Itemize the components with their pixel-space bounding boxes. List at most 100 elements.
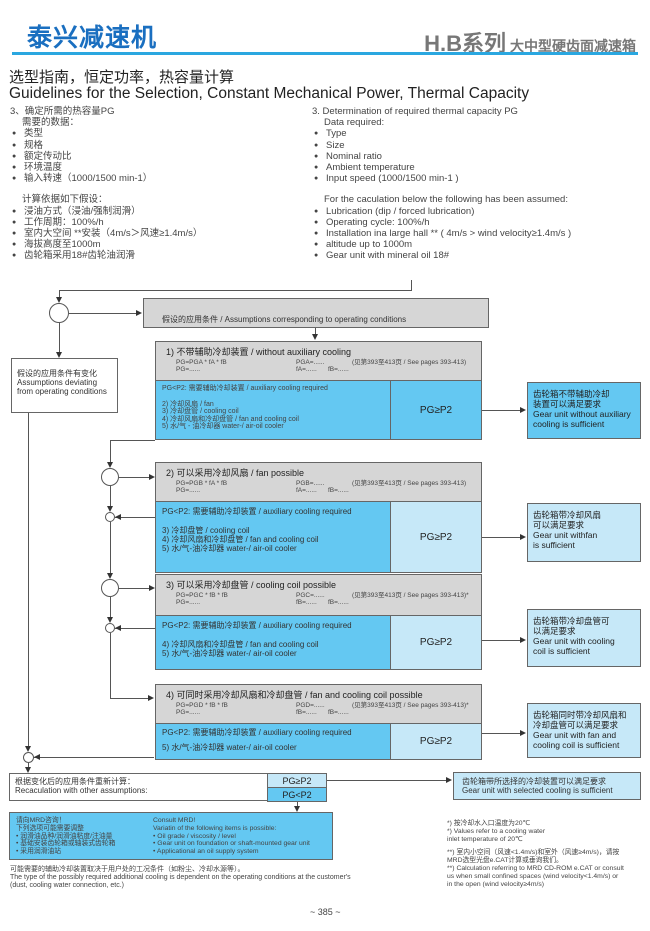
left-assumption: 海拔高度至1000m [10, 239, 300, 250]
connector-line [119, 477, 149, 478]
step-title: 1) 不带辅助冷却装置 / without auxiliary cooling [166, 347, 352, 357]
result-en: Gear unit without auxiliary [533, 409, 631, 419]
series-name: H.B系列 [424, 31, 506, 56]
page-title-cn: 选型指南，恒定功率，热容量计算 [9, 68, 235, 86]
left-data-required: 需要的数据： [22, 117, 80, 129]
deviating-en: Assumptions deviating [17, 378, 98, 387]
consult-cn-item: • 基础安装齿轮箱或轴装式齿轮箱 [16, 840, 116, 848]
note: **) Calculation referring to MRD CD-ROM … [447, 864, 624, 872]
req-text: PG<P2: 需要辅助冷却装置 / auxiliary cooling requ… [162, 621, 352, 630]
connector-line [110, 698, 148, 699]
note: inlet temperature of 20℃ [447, 835, 523, 843]
formula: fB=...... [296, 709, 317, 716]
arrow-down-icon [107, 506, 113, 512]
option: 4) 冷却风扇和冷却盘管 / fan and cooling coil [162, 640, 319, 649]
step-3-result: 齿轮箱带冷却盘管可 以满足要求 Gear unit with cooling c… [527, 609, 641, 667]
right-item: Size [312, 140, 642, 151]
connector-line [34, 757, 154, 758]
arrow-right-icon [136, 310, 142, 316]
assumptions-text: 假设的应用条件 / Assumptions corresponding to o… [162, 315, 407, 324]
connector-line [69, 313, 137, 314]
note: in the open (wind velocity≥4m/s) [447, 880, 545, 888]
result-en: Gear unit with cooling [533, 636, 615, 646]
formula: PGC=...... [296, 592, 325, 599]
right-assumption: Lubrication (dip / forced lubrication) [312, 206, 642, 217]
connector-line [110, 522, 111, 574]
result-en: Gear unit withfan [533, 530, 598, 540]
step-1-result: 齿轮箱不带辅助冷却 装置可以满足要求 Gear unit without aux… [527, 382, 641, 439]
arrow-down-icon [107, 462, 113, 468]
result-cn: 冷却盘管可以满足要求 [533, 720, 619, 730]
note: *) 按冷却水入口温度为20℃ [447, 820, 531, 827]
right-item: Input speed (1000/1500 min-1 ) [312, 173, 642, 184]
connector-line [315, 328, 316, 335]
result-en: Gear unit with fan and [533, 730, 617, 740]
arrow-right-icon [520, 407, 526, 413]
consult-box: 请向MRD咨询！ 下列选项可能需要调整 • 润滑油品种/润滑油粘度/注油量 • … [9, 812, 333, 860]
result-en: cooling is sufficient [533, 419, 605, 429]
arrow-down-icon [294, 806, 300, 812]
note: us when small confined spaces (wind velo… [447, 872, 619, 880]
arrow-down-icon [25, 746, 31, 752]
arrow-right-icon [520, 534, 526, 540]
step-3-condition: PG≥P2 [390, 615, 482, 670]
connector-line [327, 780, 447, 781]
right-item: Type [312, 128, 642, 139]
option: 5) 水/气-油冷却器 water-/ air-oil cooler [162, 743, 297, 752]
step-3-required: PG<P2: 需要辅助冷却装置 / auxiliary cooling requ… [155, 615, 391, 670]
step-4-result: 齿轮箱同时带冷却风扇和 冷却盘管可以满足要求 Gear unit with fa… [527, 703, 641, 758]
formula: PGD=...... [296, 702, 325, 709]
arrow-down-icon [56, 352, 62, 358]
connector-line [110, 440, 155, 441]
left-item: 规格 [10, 140, 300, 151]
step-1-header: 1) 不带辅助冷却装置 / without auxiliary cooling … [155, 341, 482, 381]
footer-note: 可能需要的辅助冷却装置取决于用户处的工况条件（如粉尘、冷却水源等）。 The t… [10, 866, 440, 891]
connector-line [28, 413, 29, 748]
merge-node [105, 512, 115, 522]
deviating-box: 假设的应用条件有变化 Assumptions deviating from op… [11, 358, 118, 413]
option: 5) 水/气-油冷却器 water-/ air-oil cooler [162, 544, 297, 553]
step-4-header: 4) 可同时采用冷却风扇和冷却盘管 / fan and cooling coil… [155, 684, 482, 724]
option: 5) 水/气-油冷却器 water-/ air-oil cooler [162, 649, 297, 658]
arrow-down-icon [25, 767, 31, 773]
result-en: cooling coil is sufficient [533, 740, 620, 750]
connector-line [59, 290, 411, 291]
arrow-right-icon [520, 637, 526, 643]
consult-cn-item: • 润滑油品种/润滑油粘度/注油量 [16, 832, 113, 840]
consult-en-sub: Variatin of the following items is possi… [153, 824, 277, 832]
formula: fA=...... [296, 366, 317, 373]
left-assumption: 室内大空间 **安装（4m/s＞风速≥1.4m/s） [10, 228, 300, 239]
formula: fB=...... [328, 487, 349, 494]
arrow-left-icon [34, 754, 40, 760]
formula: PG=PGB * fA * fB [176, 480, 228, 487]
page-ref: (见第393至413页 / See pages 393-413) [352, 359, 467, 366]
left-item: 类型 [10, 128, 300, 139]
connector-line [482, 640, 520, 641]
right-assumption: Operating cycle: 100%/h [312, 217, 642, 228]
recalc-fail: PG<P2 [267, 787, 327, 802]
formula: fB=...... [328, 366, 349, 373]
step-2-required: PG<P2: 需要辅助冷却装置 / auxiliary cooling requ… [155, 501, 391, 573]
connector-line [119, 588, 149, 589]
consult-en-item: • Gear unit on foundation or shaft-mount… [153, 840, 310, 848]
decision-node [101, 579, 119, 597]
left-assumption: 浸油方式（浸油/强制润滑） [10, 206, 300, 217]
arrow-down-icon [56, 297, 62, 303]
connector-line [110, 633, 111, 698]
result-cn: 齿轮箱同时带冷却风扇和 [533, 710, 627, 720]
right-column: 3. Determination of required thermal cap… [312, 106, 642, 262]
formula: fB=...... [296, 599, 317, 606]
step-2-condition: PG≥P2 [390, 501, 482, 573]
formula: PG=...... [176, 709, 201, 716]
footnotes: *) 按冷却水入口温度为20℃ *) Values refer to a coo… [447, 820, 647, 888]
deviating-cn: 假设的应用条件有变化 [17, 369, 97, 378]
consult-cn-title: 请向MRD咨询！ [16, 817, 66, 824]
left-assumption: 齿轮箱采用18#齿轮油润滑 [10, 250, 300, 261]
connector-line [482, 537, 520, 538]
result-cn: 可以满足要求 [533, 520, 585, 530]
consult-cn-item: • 采用润滑油站 [16, 848, 62, 856]
deviating-en: from operating conditions [17, 387, 107, 396]
merge-node [105, 623, 115, 633]
left-heading: 3、确定所需的热容量PG [10, 106, 115, 117]
recalc-en: Recaculation with other assumptions: [15, 786, 148, 795]
